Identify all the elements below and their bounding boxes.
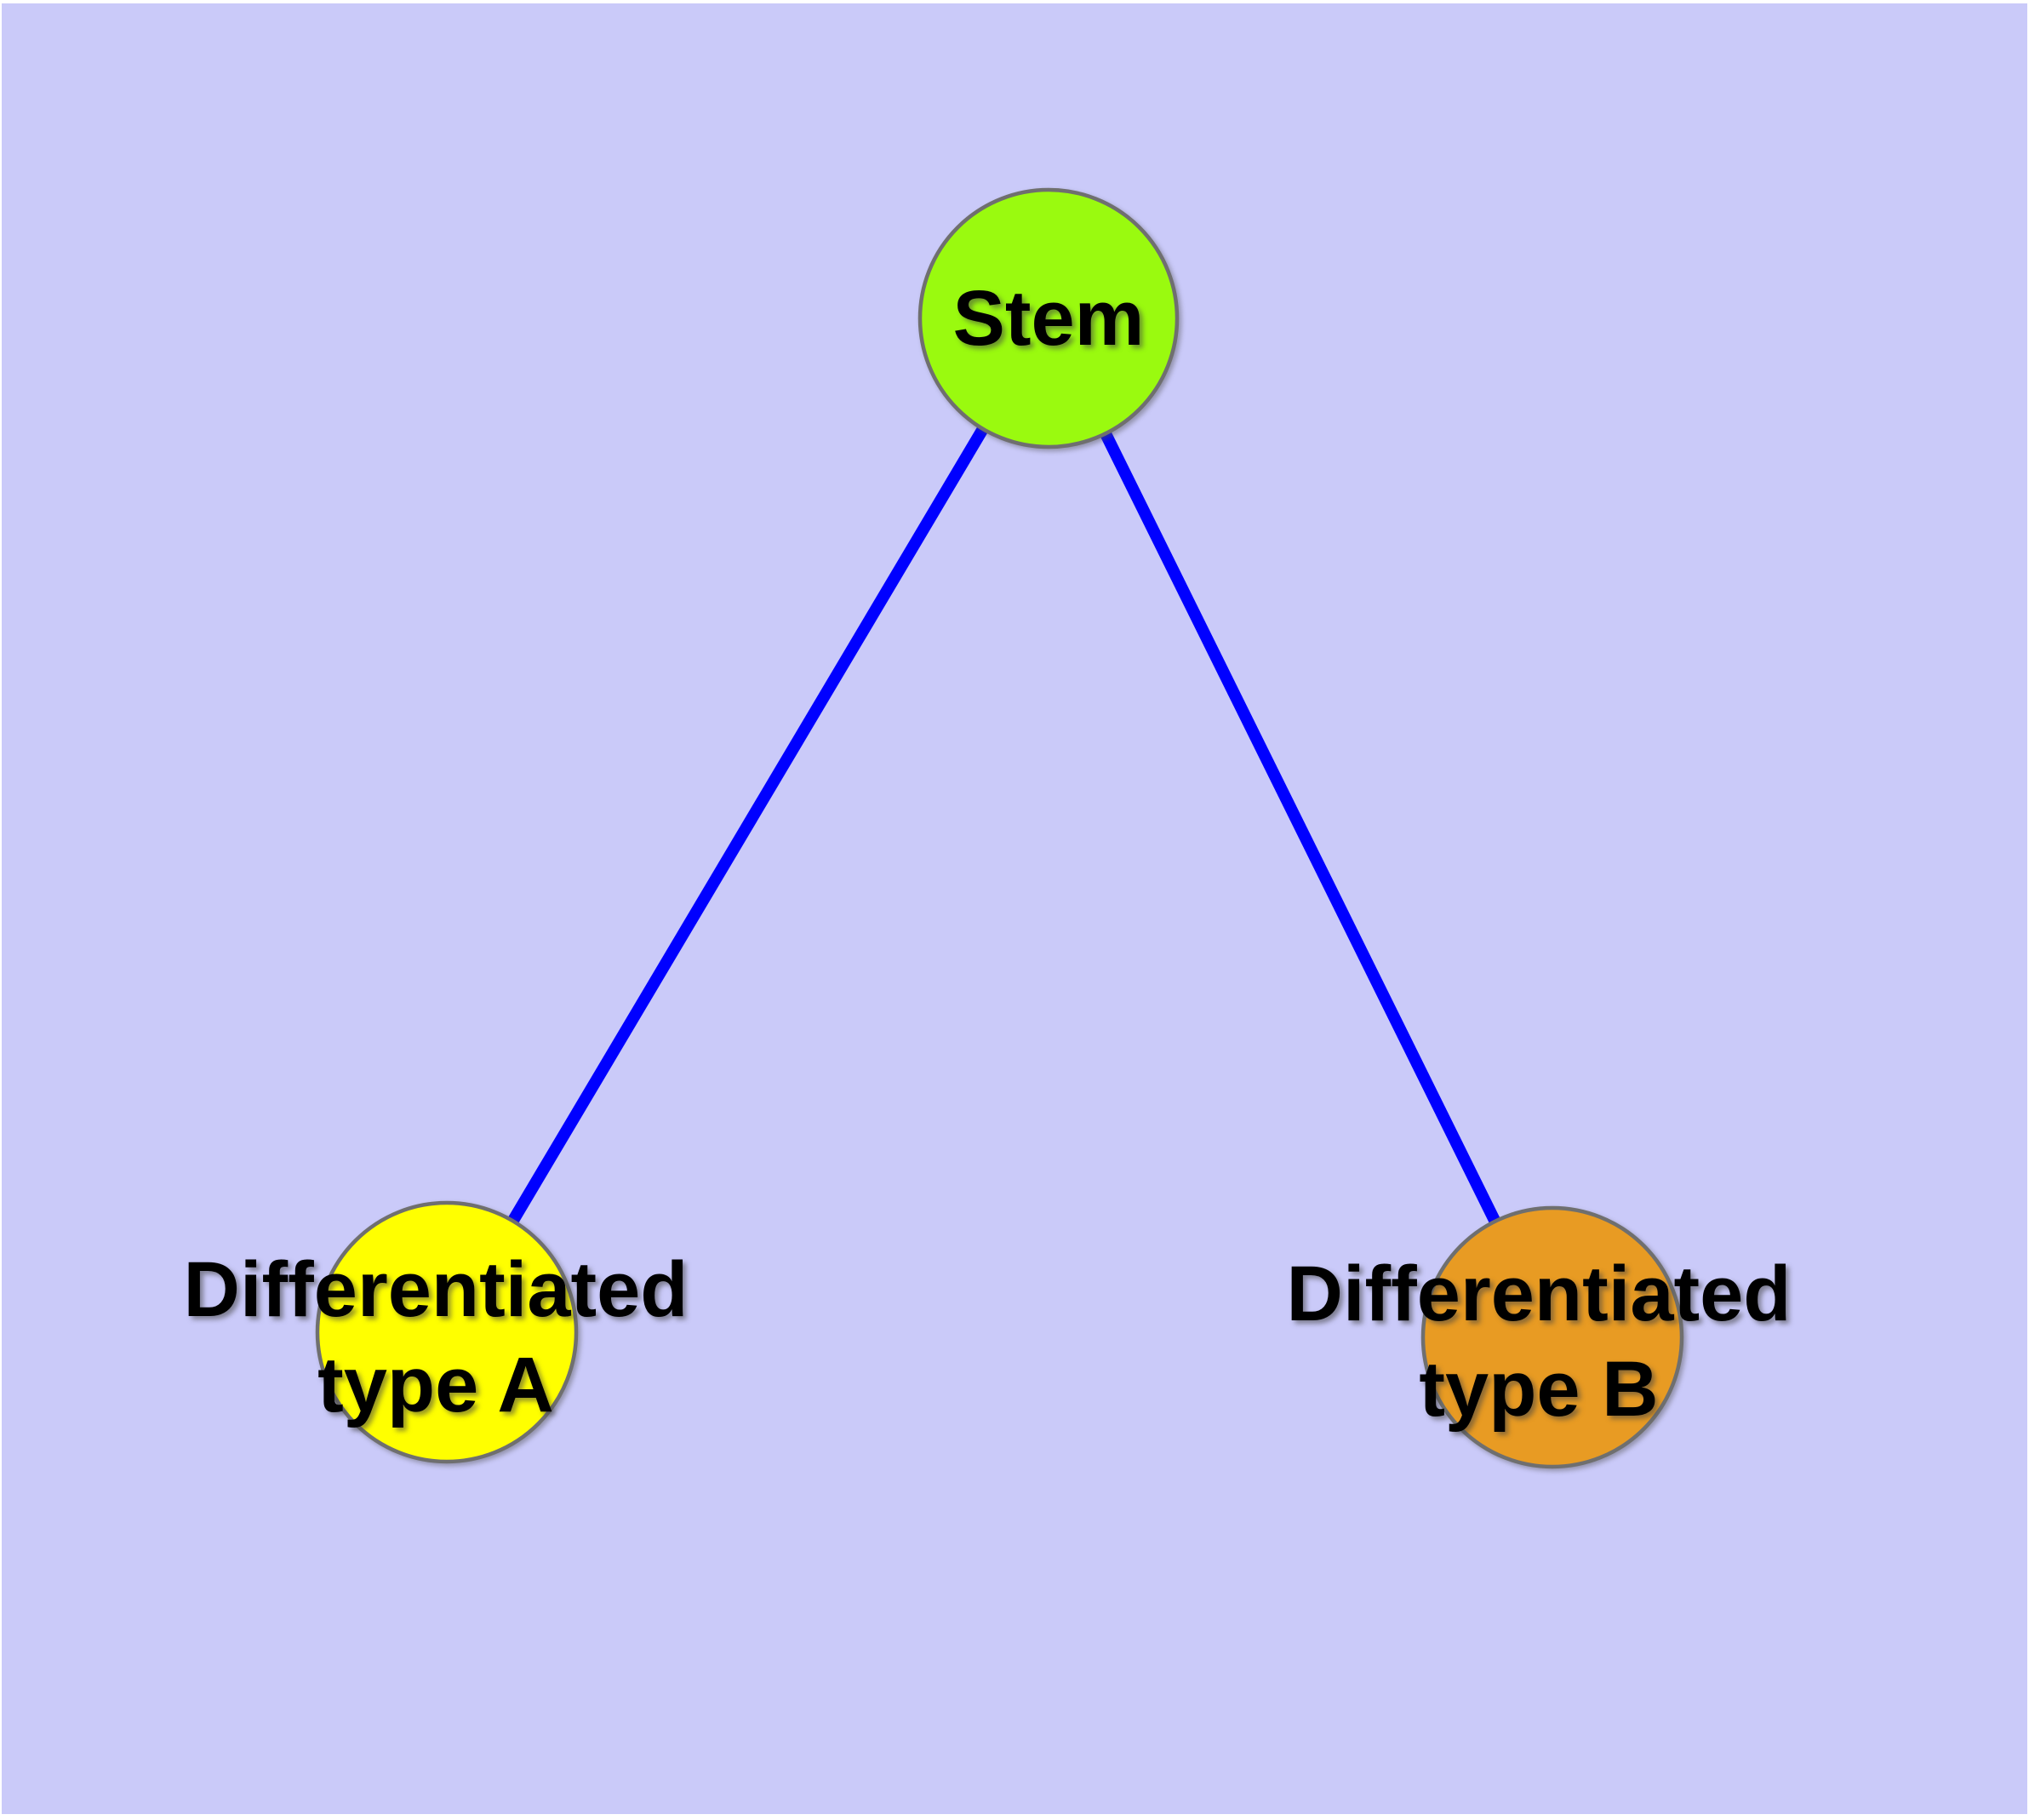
edge-stem-to-type-b[interactable] <box>1043 315 1558 1341</box>
node-differentiated-type-b[interactable] <box>1420 1205 1684 1469</box>
edge-stem-to-type-a[interactable] <box>441 315 1055 1336</box>
node-stem[interactable] <box>917 187 1180 449</box>
node-differentiated-type-a[interactable] <box>315 1200 579 1464</box>
